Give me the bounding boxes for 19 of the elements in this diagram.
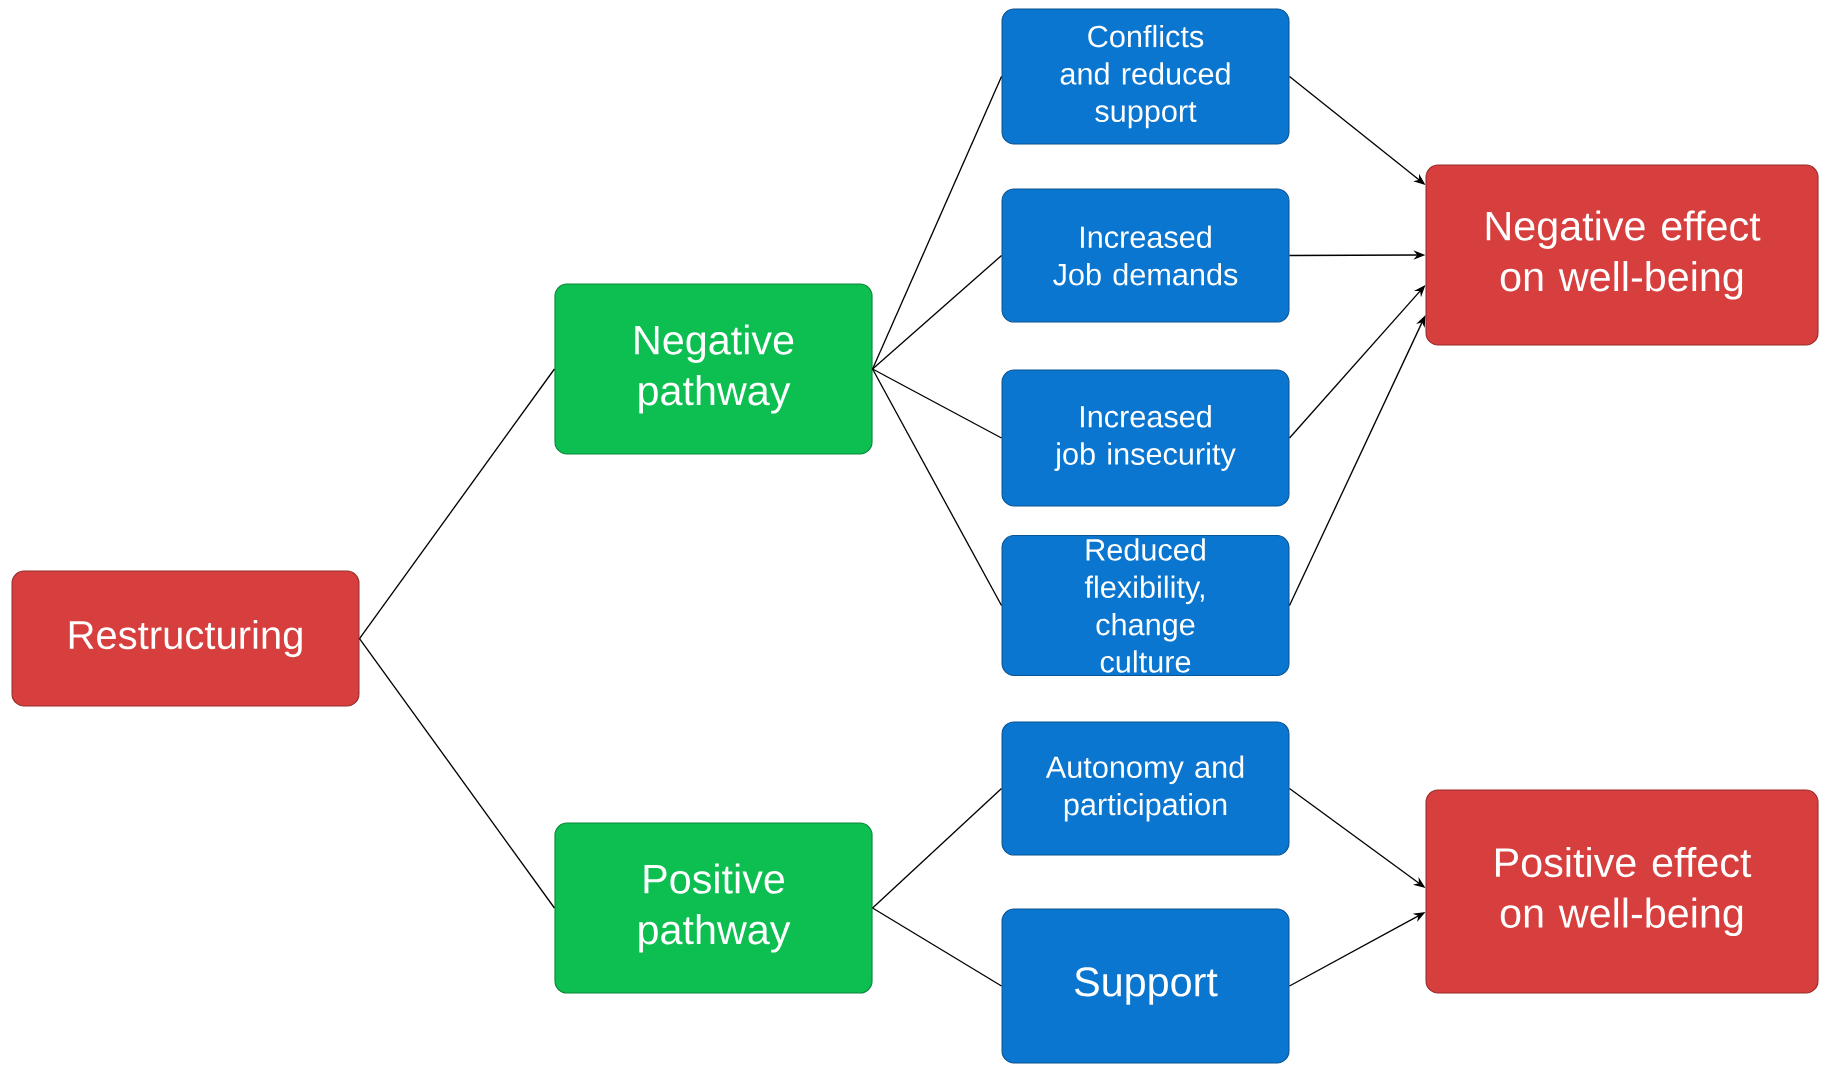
pathway-box: Negative pathway [554, 283, 873, 455]
connector-line [358, 368, 556, 640]
factor-box: Support [1001, 908, 1290, 1064]
connector-line [871, 75, 1003, 370]
connector-line [871, 368, 1003, 607]
process-box: Restructuring [11, 570, 360, 707]
connector-line [358, 637, 556, 909]
factor-box: Reduced flexibility, change culture [1001, 535, 1290, 676]
connector-line [871, 907, 1003, 987]
outcome-box: Negative effect on well-being [1425, 164, 1819, 346]
pathway-box: Positive pathway [554, 822, 873, 994]
factor-box: Autonomy and participation [1001, 721, 1290, 856]
factor-box: Increased Job demands [1001, 188, 1290, 323]
connector-line [871, 787, 1003, 909]
outcome-box: Positive effect on well-being [1425, 789, 1819, 994]
factor-box: Increased job insecurity [1001, 369, 1290, 507]
connector-line [871, 368, 1003, 439]
connector-line [871, 254, 1003, 370]
factor-box: Conflicts and reduced support [1001, 8, 1290, 145]
